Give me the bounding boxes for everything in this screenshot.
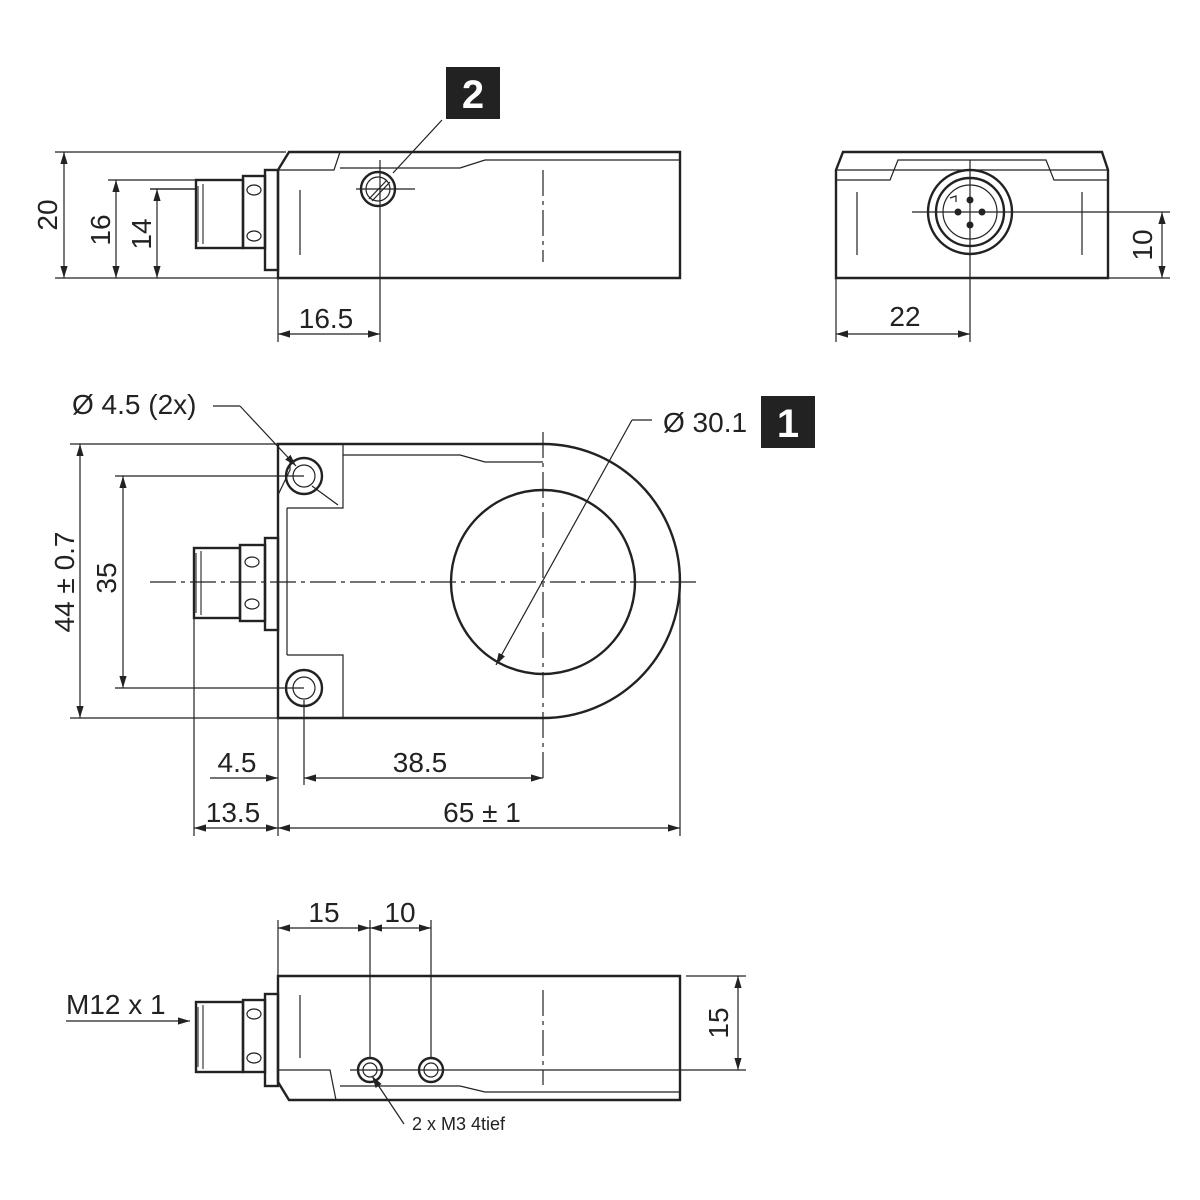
dim-13-5: 13.5: [206, 797, 261, 828]
dim-15-right: 15: [703, 1007, 734, 1038]
dim-ring-diameter: Ø 30.1: [663, 407, 747, 438]
dim-14: 14: [126, 218, 157, 249]
connector-side-bottom: [194, 992, 280, 1088]
dim-15-top: 15: [308, 897, 339, 928]
connector-top-view: [192, 536, 280, 632]
dim-35: 35: [91, 562, 122, 593]
label-thread: M12 x 1: [66, 989, 166, 1020]
callout-badge-2: 2: [446, 67, 500, 119]
top-view: Ø 30.1 1 Ø 4.5 (2x) 44 ± 0.7 35 4.5 38.5…: [49, 389, 815, 836]
dim-44: 44 ± 0.7: [49, 532, 80, 633]
label-tapped-holes: 2 x M3 4tief: [412, 1114, 506, 1134]
dim-16: 16: [85, 214, 116, 245]
dim-16-5: 16.5: [299, 303, 354, 334]
side-view-top: 2 20 16 14 16.5: [32, 67, 682, 342]
connector-side-top: [194, 168, 280, 272]
badge-2-label: 2: [462, 73, 484, 117]
dim-65: 65 ± 1: [443, 797, 521, 828]
side-view-bottom: M12 x 1 2 x M3 4tief 15 10 15: [66, 897, 746, 1134]
dim-20: 20: [32, 199, 63, 230]
front-view: 10 22: [834, 150, 1170, 342]
dim-22: 22: [889, 301, 920, 332]
badge-1-label: 1: [777, 402, 799, 446]
dim-38-5: 38.5: [393, 747, 448, 778]
callout-badge-1: 1: [761, 396, 815, 448]
dim-hole-diameter: Ø 4.5 (2x): [72, 389, 196, 420]
dim-10-top: 10: [384, 897, 415, 928]
dim-10-front: 10: [1127, 229, 1158, 260]
dim-4-5: 4.5: [218, 747, 257, 778]
